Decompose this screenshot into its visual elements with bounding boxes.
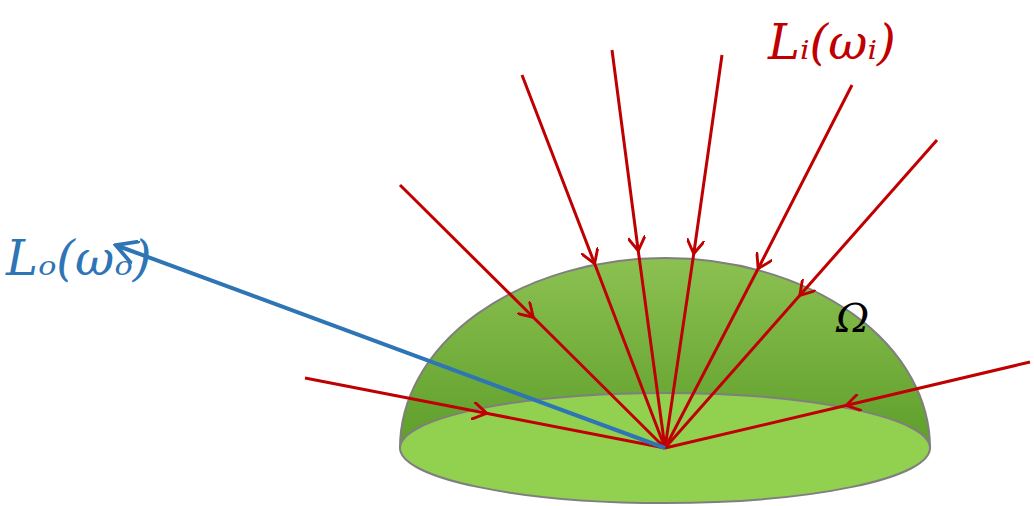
outgoing-radiance-label: Lₒ(ωₒ) bbox=[6, 234, 151, 282]
hemisphere-label: Ω bbox=[836, 298, 869, 338]
incoming-rays bbox=[305, 50, 1030, 448]
incoming-radiance-label: Lᵢ(ωᵢ) bbox=[768, 18, 896, 66]
outgoing-ray bbox=[118, 246, 665, 448]
